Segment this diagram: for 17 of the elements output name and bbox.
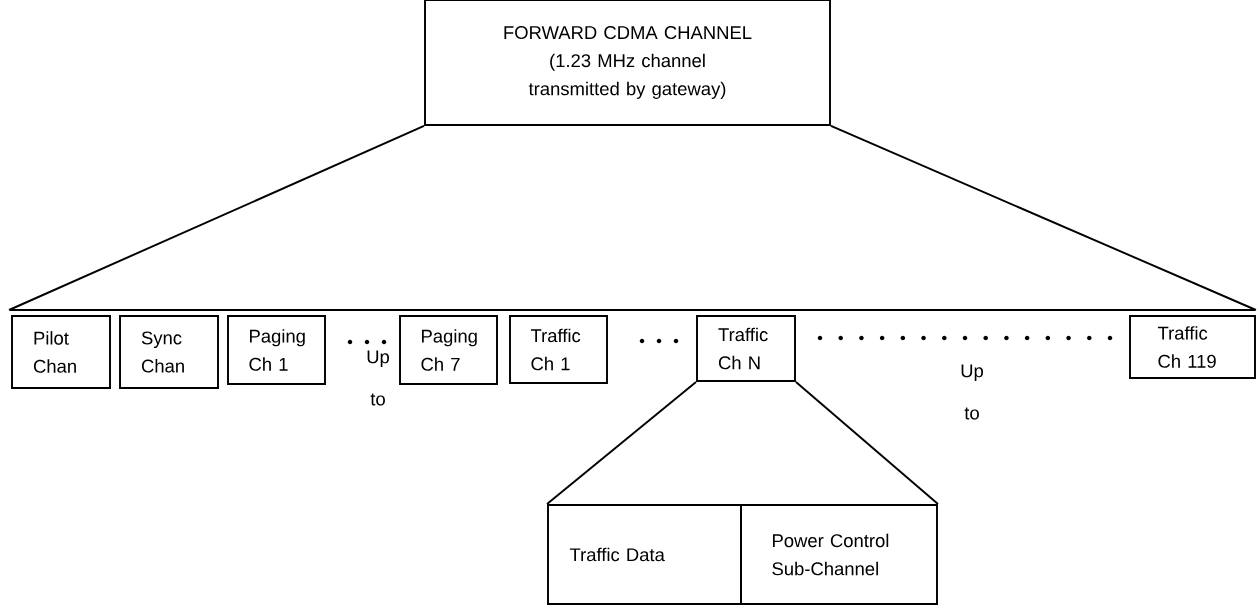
channel-box: Sync Chan <box>119 315 219 389</box>
channel-box: Paging Ch 1 <box>227 315 326 385</box>
subchannel-cell: Power Control Sub-Channel <box>740 504 938 605</box>
expansion-line <box>795 381 939 505</box>
subchannel-cell: Traffic Data <box>547 504 742 605</box>
note-label: Up to <box>367 350 389 406</box>
expansion-line <box>830 125 1257 311</box>
channel-box: Paging Ch 7 <box>399 315 498 385</box>
expansion-line <box>8 125 425 311</box>
span-line <box>10 309 1255 311</box>
channel-box: Traffic Ch 119 <box>1129 315 1256 379</box>
channel-box: Pilot Chan <box>11 315 111 389</box>
note-label: Up to <box>961 364 983 420</box>
channel-box: FORWARD CDMA CHANNEL (1.23 MHz channel transmitted by gateway) <box>424 0 831 126</box>
expansion-line <box>546 381 697 505</box>
channel-box: Traffic Ch 1 <box>509 315 608 384</box>
channel-box: Traffic Ch N <box>696 315 796 382</box>
